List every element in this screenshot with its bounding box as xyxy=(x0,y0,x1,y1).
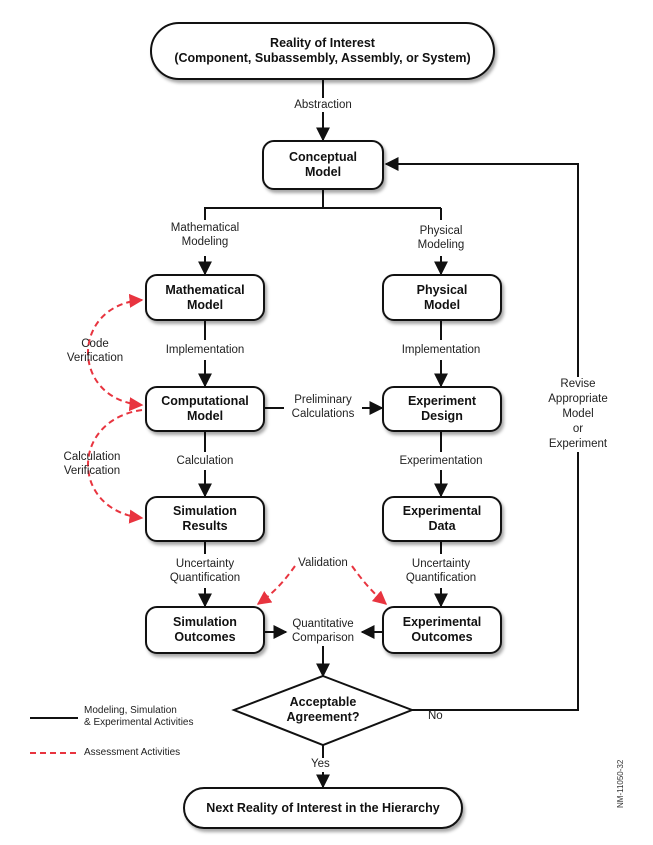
decision-diamond xyxy=(231,674,415,747)
label-calculation: Calculation xyxy=(176,455,234,467)
box-experiment-design: Experiment Design xyxy=(382,386,502,432)
label-implementation-left: Implementation xyxy=(165,344,245,356)
label-validation: Validation xyxy=(298,557,348,569)
code-verification-arc xyxy=(87,293,144,412)
label-no: No xyxy=(428,710,443,722)
box-experimental-outcomes-line2: Outcomes xyxy=(411,630,473,644)
label-revise-line2: Appropriate xyxy=(548,393,608,405)
label-uncertainty-right: Uncertainty Quantification xyxy=(386,557,496,585)
box-simulation-outcomes-line2: Outcomes xyxy=(174,630,236,644)
label-phys-modeling-line1: Physical xyxy=(419,225,463,237)
label-code-verif-line1: Code xyxy=(81,338,109,350)
label-uq-right-line2: Quantification xyxy=(405,572,477,584)
label-phys-modeling-line2: Modeling xyxy=(417,239,465,251)
box-experimental-data-line1: Experimental xyxy=(402,504,482,518)
label-code-verification: Code Verification xyxy=(55,337,135,365)
box-physical-line1: Physical xyxy=(416,282,468,297)
box-mathematical-model: Mathematical Model xyxy=(145,274,265,321)
label-mathematical-modeling: Mathematical Modeling xyxy=(155,221,255,249)
label-uq-left-line1: Uncertainty xyxy=(175,558,235,570)
box-conceptual-line2: Model xyxy=(304,165,342,179)
label-experimentation: Experimentation xyxy=(399,455,483,467)
box-experimental-data-line2: Data xyxy=(428,519,456,533)
box-reality-of-interest: Reality of Interest (Component, Subassem… xyxy=(150,22,495,80)
label-revise-line5: Experiment xyxy=(548,438,608,450)
box-experimental-outcomes-line1: Experimental xyxy=(402,615,482,629)
box-computational-model: Computational Model xyxy=(145,386,265,432)
label-abstraction: Abstraction xyxy=(287,98,359,112)
label-uq-right-line1: Uncertainty xyxy=(411,558,471,570)
validation-arrow-left xyxy=(256,565,296,605)
label-calc-verif-line2: Verification xyxy=(63,465,121,477)
label-math-modeling-line1: Mathematical xyxy=(170,222,240,234)
box-simulation-outcomes: Simulation Outcomes xyxy=(145,606,265,654)
label-quantitative-comparison: Quantitative Comparison xyxy=(280,617,366,645)
label-revise: Revise Appropriate Model or Experiment xyxy=(538,377,618,452)
box-experiment-design-line2: Design xyxy=(421,409,463,423)
label-code-verif-line2: Verification xyxy=(66,352,124,364)
box-reality-line2: (Component, Subassembly, Assembly, or Sy… xyxy=(174,51,471,65)
box-reality-line1: Reality of Interest xyxy=(270,36,375,50)
legend-solid-line2: & Experimental Activities xyxy=(84,717,194,728)
label-quant-comp-line2: Comparison xyxy=(292,632,354,644)
legend-solid-line1: Modeling, Simulation xyxy=(84,705,177,716)
box-next-reality-line1: Next Reality of Interest in the Hierarch… xyxy=(206,800,440,815)
box-conceptual-line1: Conceptual xyxy=(288,150,358,164)
box-next-reality: Next Reality of Interest in the Hierarch… xyxy=(183,787,463,829)
decision-line1: Acceptable xyxy=(289,695,357,709)
label-revise-line4: or xyxy=(572,423,584,435)
calculation-verification-arc xyxy=(87,409,144,524)
branch-connector xyxy=(204,190,324,220)
label-calculation-verification: Calculation Verification xyxy=(52,450,132,478)
box-simulation-results-line2: Results xyxy=(182,519,228,533)
validation-arrow-right xyxy=(351,565,388,605)
label-uncertainty-left: Uncertainty Quantification xyxy=(150,557,260,585)
box-simulation-results-line1: Simulation xyxy=(173,504,237,518)
label-uq-left-line2: Quantification xyxy=(169,572,241,584)
label-math-modeling-line2: Modeling xyxy=(181,236,229,248)
box-conceptual-model: Conceptual Model xyxy=(262,140,384,190)
label-preliminary-calculations: Preliminary Calculations xyxy=(283,393,363,421)
box-physical-model: Physical Model xyxy=(382,274,502,321)
label-preliminary-line2: Calculations xyxy=(291,408,355,420)
label-implementation-right: Implementation xyxy=(401,344,481,356)
box-experimental-outcomes: Experimental Outcomes xyxy=(382,606,502,654)
box-mathematical-line2: Model xyxy=(186,297,224,312)
legend-solid-label: Modeling, Simulation & Experimental Acti… xyxy=(84,705,194,729)
label-yes: Yes xyxy=(311,758,330,770)
label-preliminary-line1: Preliminary xyxy=(294,394,352,406)
box-simulation-results: Simulation Results xyxy=(145,496,265,542)
label-revise-line1: Revise xyxy=(560,378,596,390)
label-revise-line3: Model xyxy=(562,408,594,420)
document-id: NM-11050-32 xyxy=(616,759,625,808)
box-computational-line1: Computational xyxy=(161,394,249,408)
box-simulation-outcomes-line1: Simulation xyxy=(173,615,237,629)
label-calc-verif-line1: Calculation xyxy=(63,451,121,463)
box-experiment-design-line1: Experiment xyxy=(407,394,477,408)
box-computational-line2: Model xyxy=(186,409,224,423)
legend-dashed-label: Assessment Activities xyxy=(84,747,181,758)
box-physical-line2: Model xyxy=(423,297,461,312)
label-physical-modeling: Physical Modeling xyxy=(396,224,486,252)
box-mathematical-line1: Mathematical xyxy=(165,282,245,297)
decision-line2: Agreement? xyxy=(286,710,360,724)
box-experimental-data: Experimental Data xyxy=(382,496,502,542)
decision-label: Acceptable Agreement? xyxy=(263,695,383,725)
label-quant-comp-line1: Quantitative xyxy=(292,618,354,630)
